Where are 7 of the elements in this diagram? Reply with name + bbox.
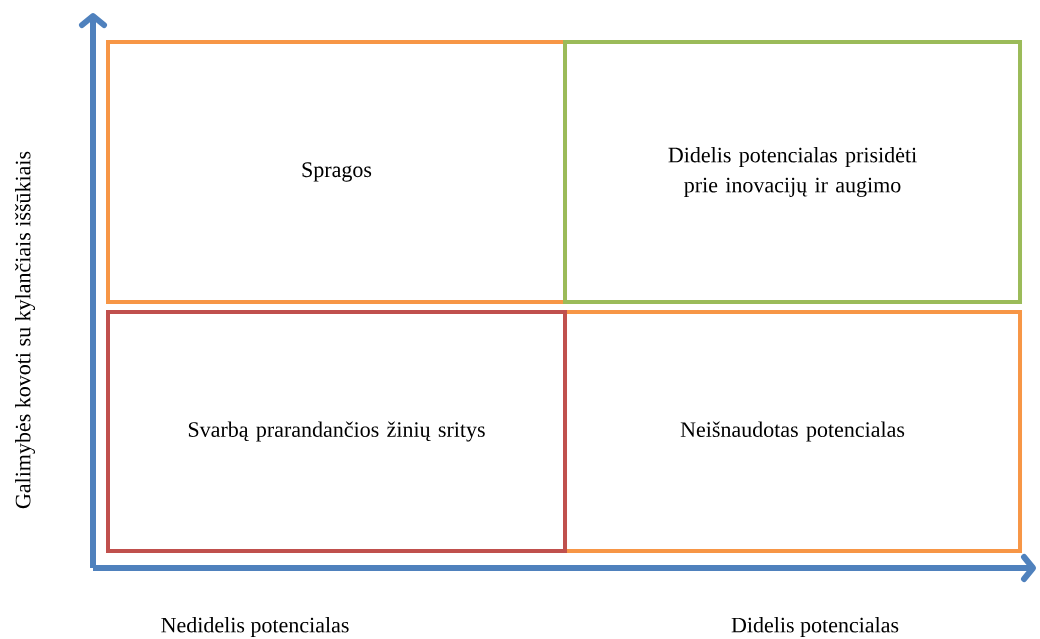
quadrant-box: Spragos bbox=[106, 40, 567, 304]
axis-label: Nedidelis potencialas bbox=[161, 617, 349, 637]
quadrant-box: Neišnaudotas potencialas bbox=[563, 310, 1022, 553]
axis-label: Galimybės kovoti su kylančiais iššūkiais bbox=[14, 151, 36, 509]
quadrant-box: Svarbą prarandančios žinių sritys bbox=[106, 310, 567, 553]
quadrant-box: Didelis potencialas prisidėti prie inovacijų ir augimo bbox=[563, 40, 1022, 304]
axis-label: Didelis potencialas bbox=[731, 617, 899, 637]
